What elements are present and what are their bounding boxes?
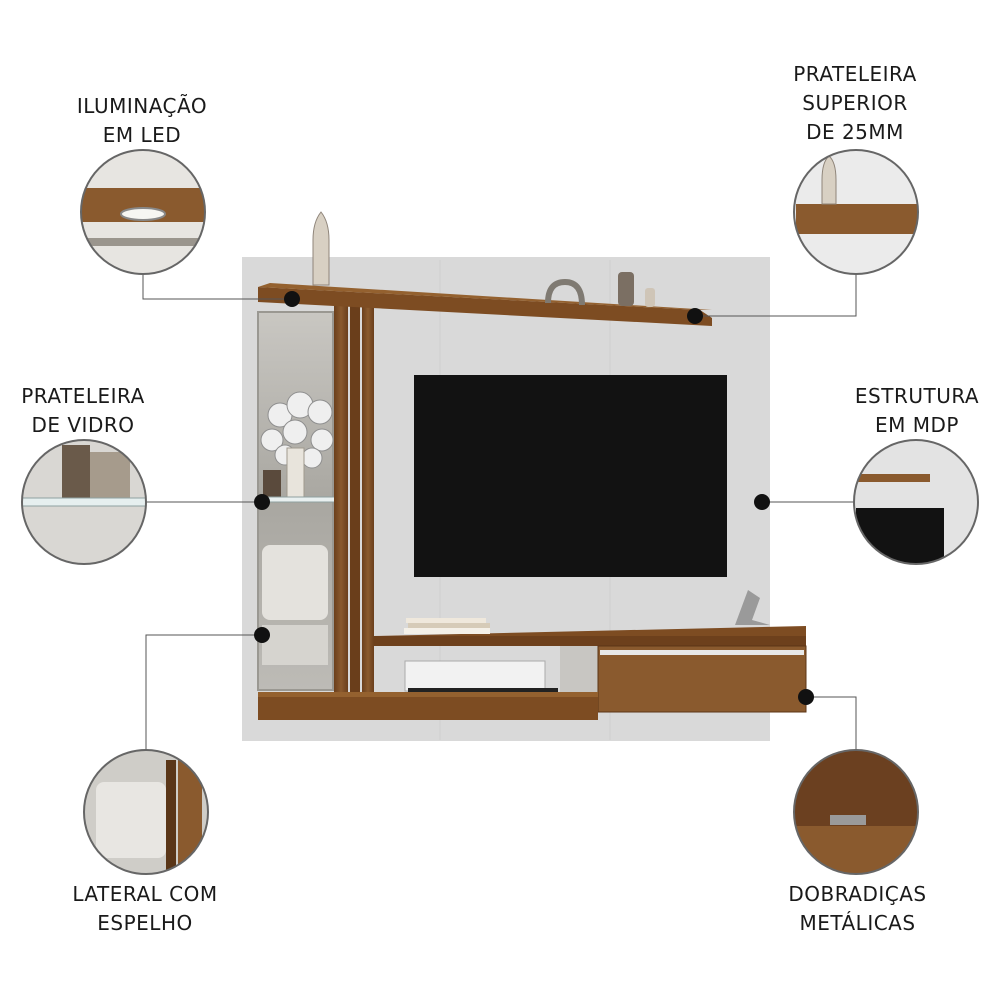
callout-hinges-line-1: DOBRADIÇAS [788,882,927,906]
callout-dots [254,291,814,705]
callout-top-shelf-line-2: SUPERIOR [802,91,908,115]
drawer [597,645,807,713]
detail-top-shelf [794,150,918,274]
callout-lines [142,274,857,750]
detail-led [81,150,205,274]
callout-structure-line-1: ESTRUTURA [854,384,980,408]
callout-structure-line-2: EM MDP [875,413,959,437]
detail-glass-shelf [22,440,146,564]
tv-screen [414,375,727,577]
callout-glass-shelf-line-2: DE VIDRO [31,413,135,437]
callout-glass-shelf-label: PRATELEIRA DE VIDRO [18,382,148,440]
callout-structure-label: ESTRUTURA EM MDP [852,382,982,440]
callout-hinges-label: DOBRADIÇAS METÁLICAS [780,880,935,938]
callout-glass-shelf-line-1: PRATELEIRA [21,384,145,408]
detail-mirror [84,750,208,874]
callout-led-line-2: EM LED [102,123,182,147]
detail-structure [854,440,978,564]
callout-mirror-line-1: LATERAL COM [72,882,218,906]
callout-led-label: ILUMINAÇÃO EM LED [72,92,212,150]
callout-hinges-line-2: METÁLICAS [799,911,916,935]
callout-top-shelf-line-1: PRATELEIRA [793,62,917,86]
callout-led-line-1: ILUMINAÇÃO [76,94,208,118]
callout-top-shelf-label: PRATELEIRA SUPERIOR DE 25MM [790,60,920,147]
callout-mirror-line-2: ESPELHO [97,911,193,935]
callout-mirror-label: LATERAL COM ESPELHO [60,880,230,938]
top-shelf [258,287,712,326]
callout-top-shelf-line-3: DE 25MM [806,120,904,144]
